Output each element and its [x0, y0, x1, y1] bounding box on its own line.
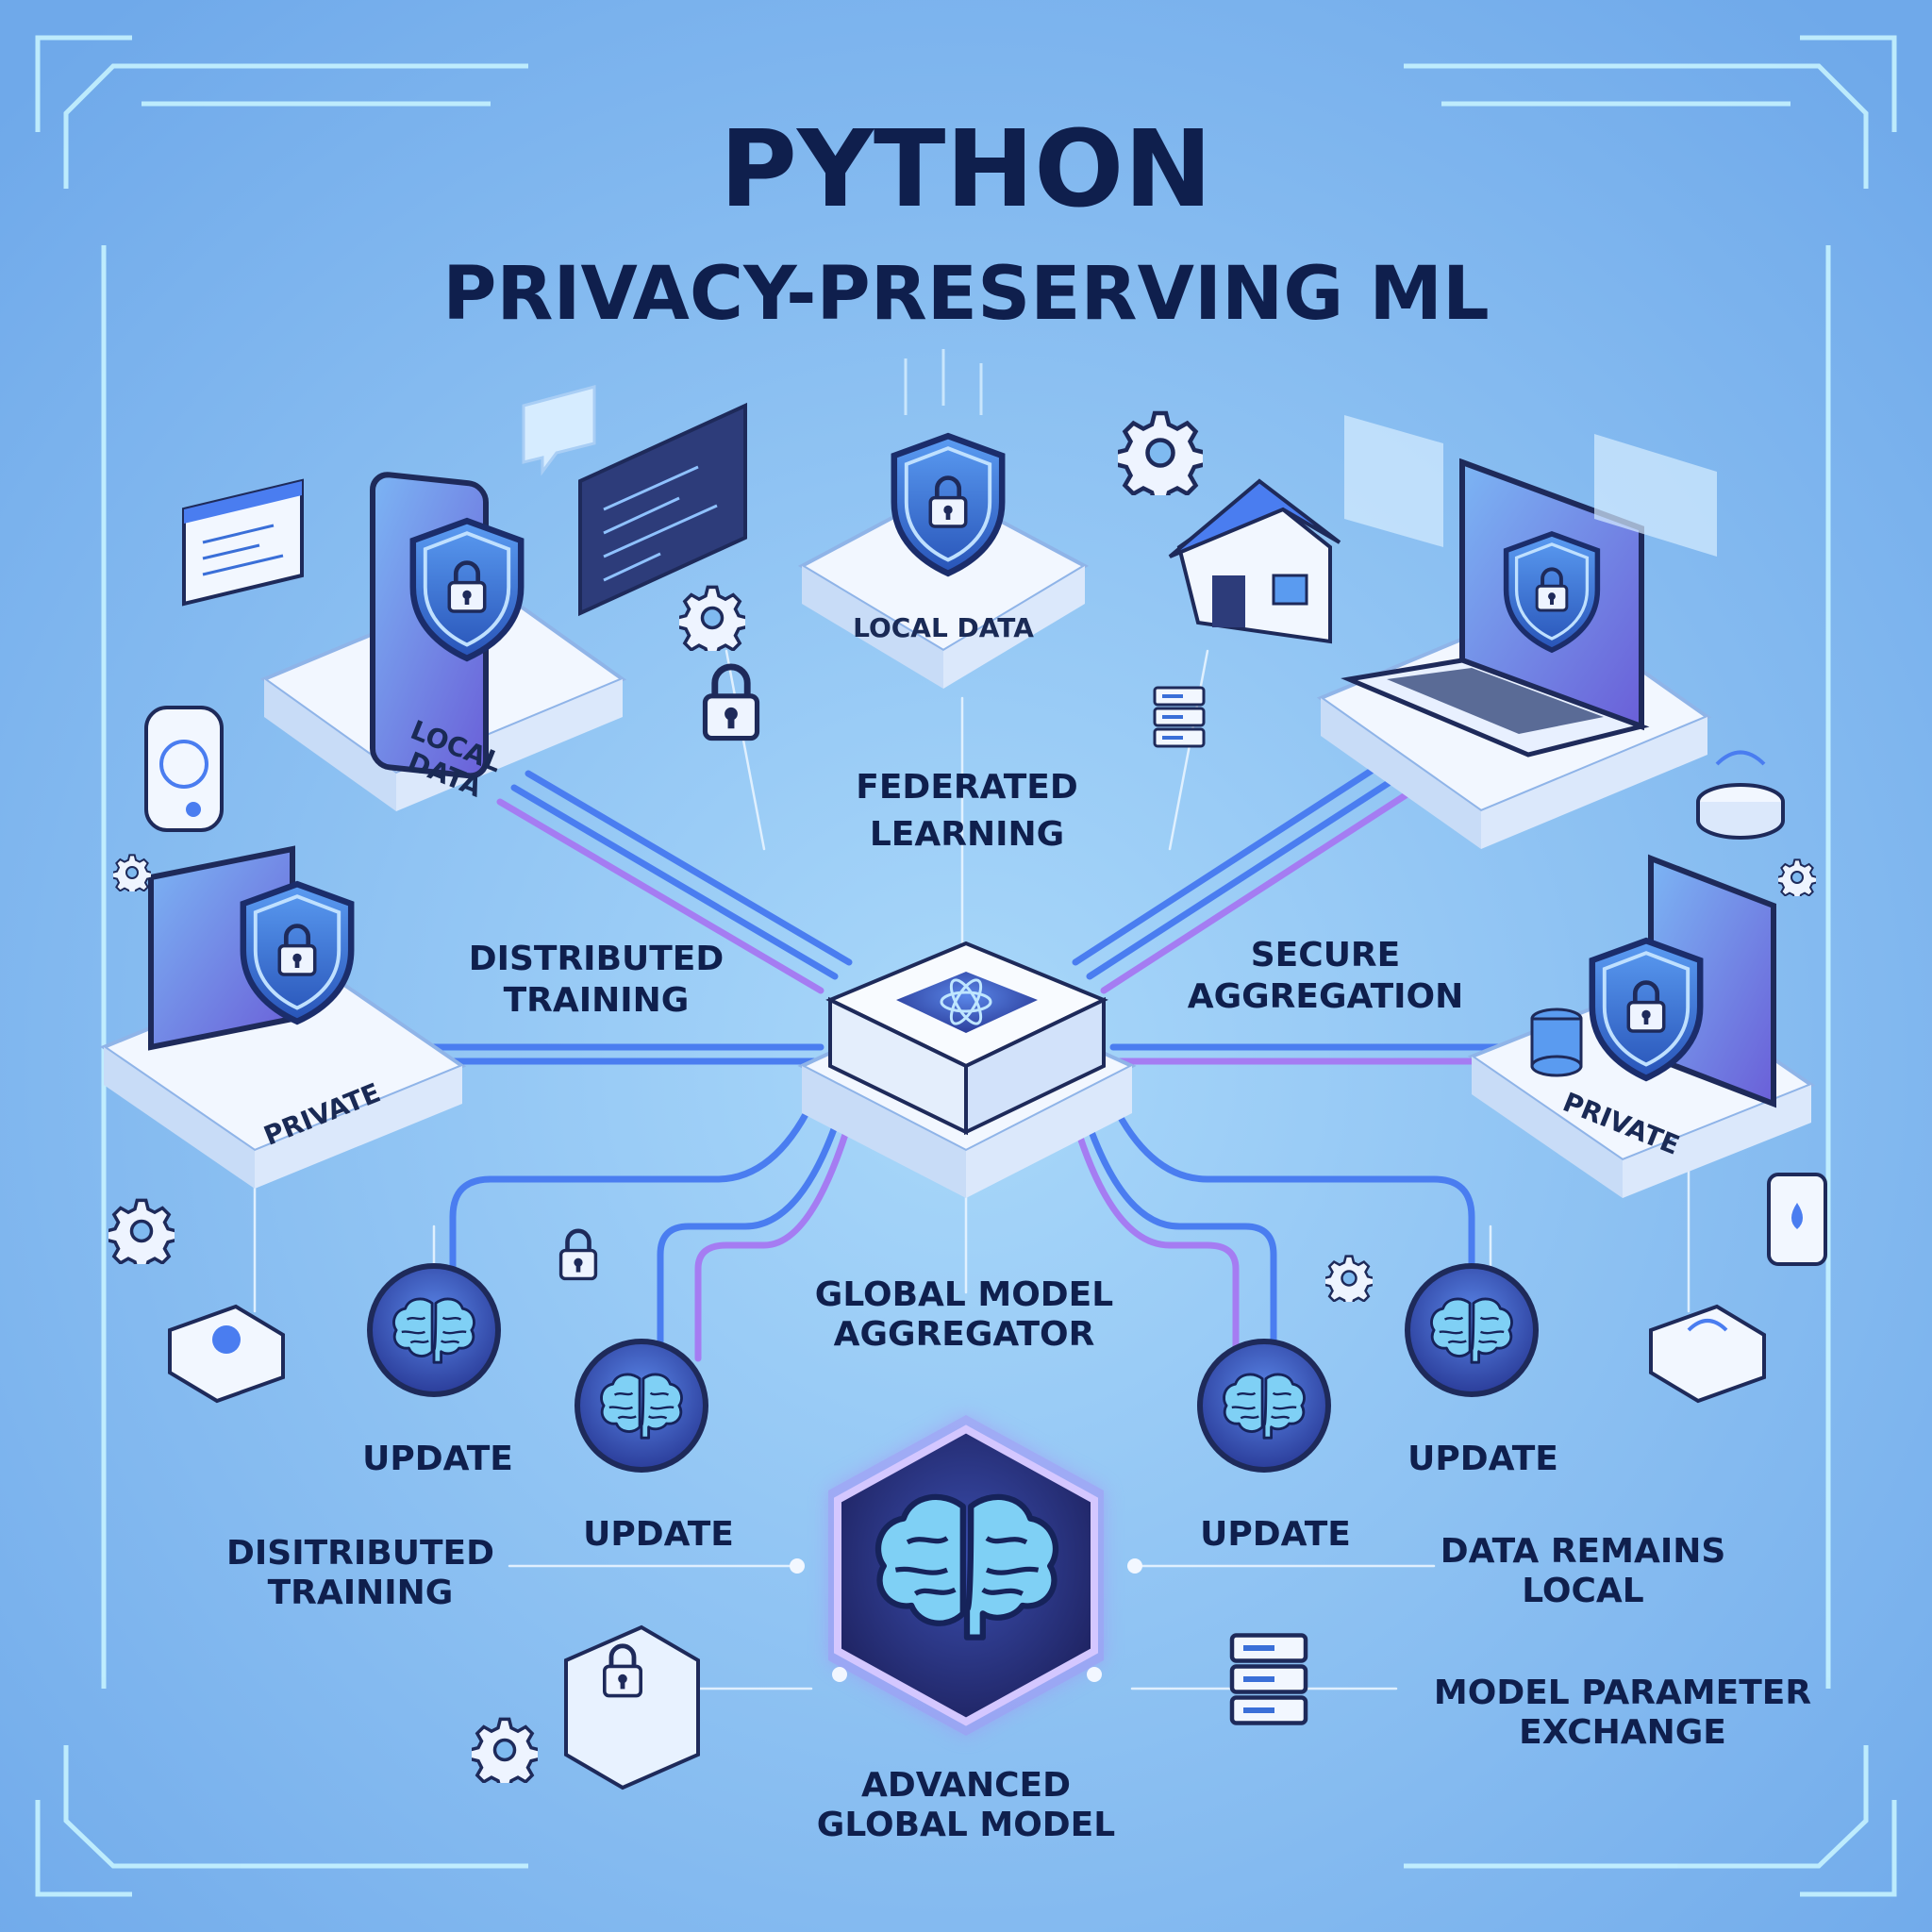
- model-parameter-exchange-label-1: MODEL PARAMETER: [1434, 1674, 1811, 1712]
- advanced-global-model-core: [790, 1415, 1142, 1736]
- update-label-4: UPDATE: [1407, 1440, 1558, 1478]
- labels: FEDERATED LEARNING DISTRIBUTED TRAINING …: [226, 768, 1811, 1844]
- mobile-card-icon: [1767, 1173, 1827, 1266]
- server-icon: [1153, 686, 1206, 748]
- server-icon: [1232, 1636, 1306, 1724]
- platform-mid-left: PRIVATE: [99, 845, 467, 1189]
- title-line-2: PRIVACY-PRESERVING ML: [442, 252, 1490, 337]
- platform-mid-right: PRIVATE: [1467, 854, 1816, 1198]
- secure-data-box-icon: [564, 1624, 700, 1790]
- gear-icon: [472, 1717, 538, 1783]
- gear-icon: [1325, 1255, 1373, 1302]
- code-window-icon: [182, 478, 304, 607]
- update-node-4: [1405, 1263, 1539, 1397]
- advanced-global-model-label-1: ADVANCED: [861, 1766, 1071, 1805]
- federated-learning-label-1: FEDERATED: [856, 768, 1077, 807]
- distributed-training-upper-label-2: TRAINING: [504, 981, 690, 1020]
- secure-aggregation-label-1: SECURE: [1251, 936, 1400, 974]
- secure-aggregation-label-2: AGGREGATION: [1188, 977, 1464, 1016]
- data-remains-local-label-2: LOCAL: [1522, 1572, 1643, 1610]
- title-line-1: PYTHON: [720, 108, 1212, 231]
- database-icon: [1530, 1008, 1583, 1077]
- platform-top-left: LOCALDATA: [259, 472, 627, 811]
- code-window-icon: [578, 402, 747, 617]
- platform-top-center-label: LOCAL DATA: [853, 612, 1034, 643]
- update-node-1: [367, 1263, 501, 1397]
- gear-icon: [1778, 858, 1816, 896]
- update-label-3: UPDATE: [1200, 1515, 1351, 1554]
- gear-icon: [108, 1198, 175, 1264]
- wifi-hub-icon: [1696, 750, 1785, 840]
- gear-icon: [679, 585, 745, 651]
- federated-learning-label-2: LEARNING: [870, 815, 1064, 854]
- platform-top-right: [1316, 458, 1712, 849]
- code-window-icon: [1344, 415, 1717, 557]
- distributed-training-lower-label-1: DISITRIBUTED: [226, 1534, 494, 1573]
- atom-icon: [940, 978, 992, 1025]
- decorative-frame: [35, 35, 1897, 1897]
- central-aggregator-server: [797, 941, 1137, 1198]
- advanced-global-model-label-2: GLOBAL MODEL: [817, 1806, 1115, 1844]
- router-icon: [168, 1304, 1766, 1404]
- update-label-2: UPDATE: [583, 1515, 734, 1554]
- distributed-training-upper-label-1: DISTRIBUTED: [469, 940, 724, 978]
- model-parameter-exchange-label-2: EXCHANGE: [1519, 1713, 1726, 1752]
- fingerprint-device-icon: [144, 706, 224, 832]
- data-remains-local-label-1: DATA REMAINS: [1441, 1532, 1726, 1571]
- global-model-aggregator-label-2: AGGREGATOR: [834, 1315, 1095, 1354]
- platform-top-center: LOCAL DATA: [797, 349, 1090, 689]
- chat-bubble-icon: [522, 385, 596, 476]
- update-label-1: UPDATE: [362, 1440, 513, 1478]
- gear-icon: [113, 854, 151, 891]
- network-links: [253, 649, 1690, 1690]
- distributed-training-lower-label-2: TRAINING: [268, 1574, 454, 1612]
- update-node-2: [575, 1339, 708, 1473]
- decorations: [108, 385, 1827, 1790]
- global-model-aggregator-label-1: GLOBAL MODEL: [815, 1275, 1113, 1314]
- gear-icon: [1115, 413, 1206, 504]
- update-node-3: [1197, 1339, 1331, 1473]
- house-icon: [1168, 478, 1341, 644]
